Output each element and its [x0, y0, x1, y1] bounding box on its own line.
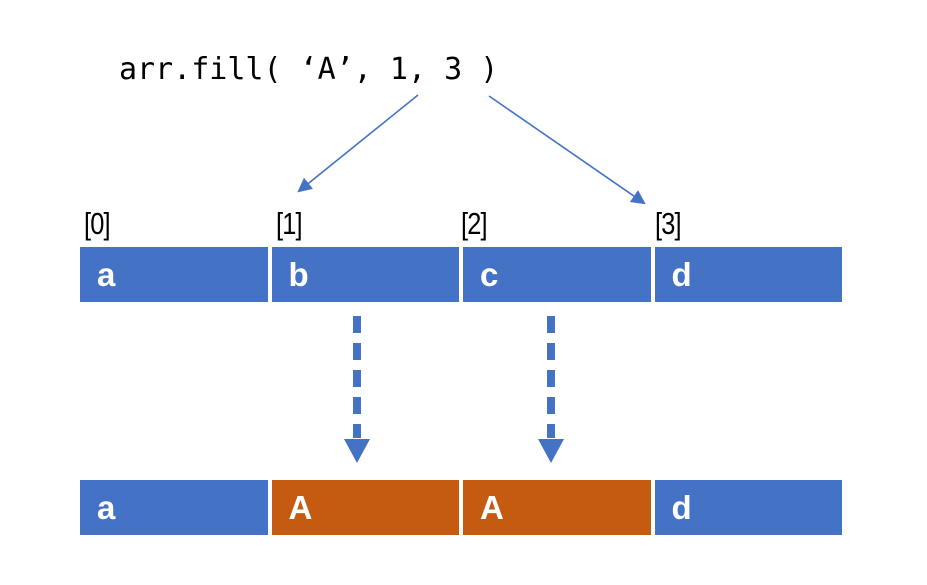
arrow-start-arg-to-index1 — [297, 94, 419, 193]
index-label-2: [2] — [461, 206, 488, 241]
array-cell-before-1: b — [271, 247, 459, 302]
code-snippet: arr.fill( ‘A’, 1, 3 ) — [119, 52, 499, 87]
array-cell-after-3: d — [654, 480, 842, 535]
array-cell-before-2: c — [463, 247, 651, 302]
arrow-end-arg-to-index3 — [488, 95, 646, 205]
array-after-fill: a A A d — [80, 480, 842, 535]
index-label-1: [1] — [276, 206, 303, 241]
array-before-fill: a b c d — [80, 247, 842, 302]
array-cell-after-1-filled: A — [271, 480, 459, 535]
fill-arrow-index1-head — [344, 439, 370, 463]
index-label-3: [3] — [655, 206, 682, 241]
array-cell-after-2-filled: A — [463, 480, 651, 535]
index-label-0: [0] — [84, 206, 111, 241]
fill-arrow-index2-head — [538, 439, 564, 463]
array-cell-after-0: a — [80, 480, 268, 535]
array-cell-before-3: d — [654, 247, 842, 302]
array-cell-before-0: a — [80, 247, 268, 302]
